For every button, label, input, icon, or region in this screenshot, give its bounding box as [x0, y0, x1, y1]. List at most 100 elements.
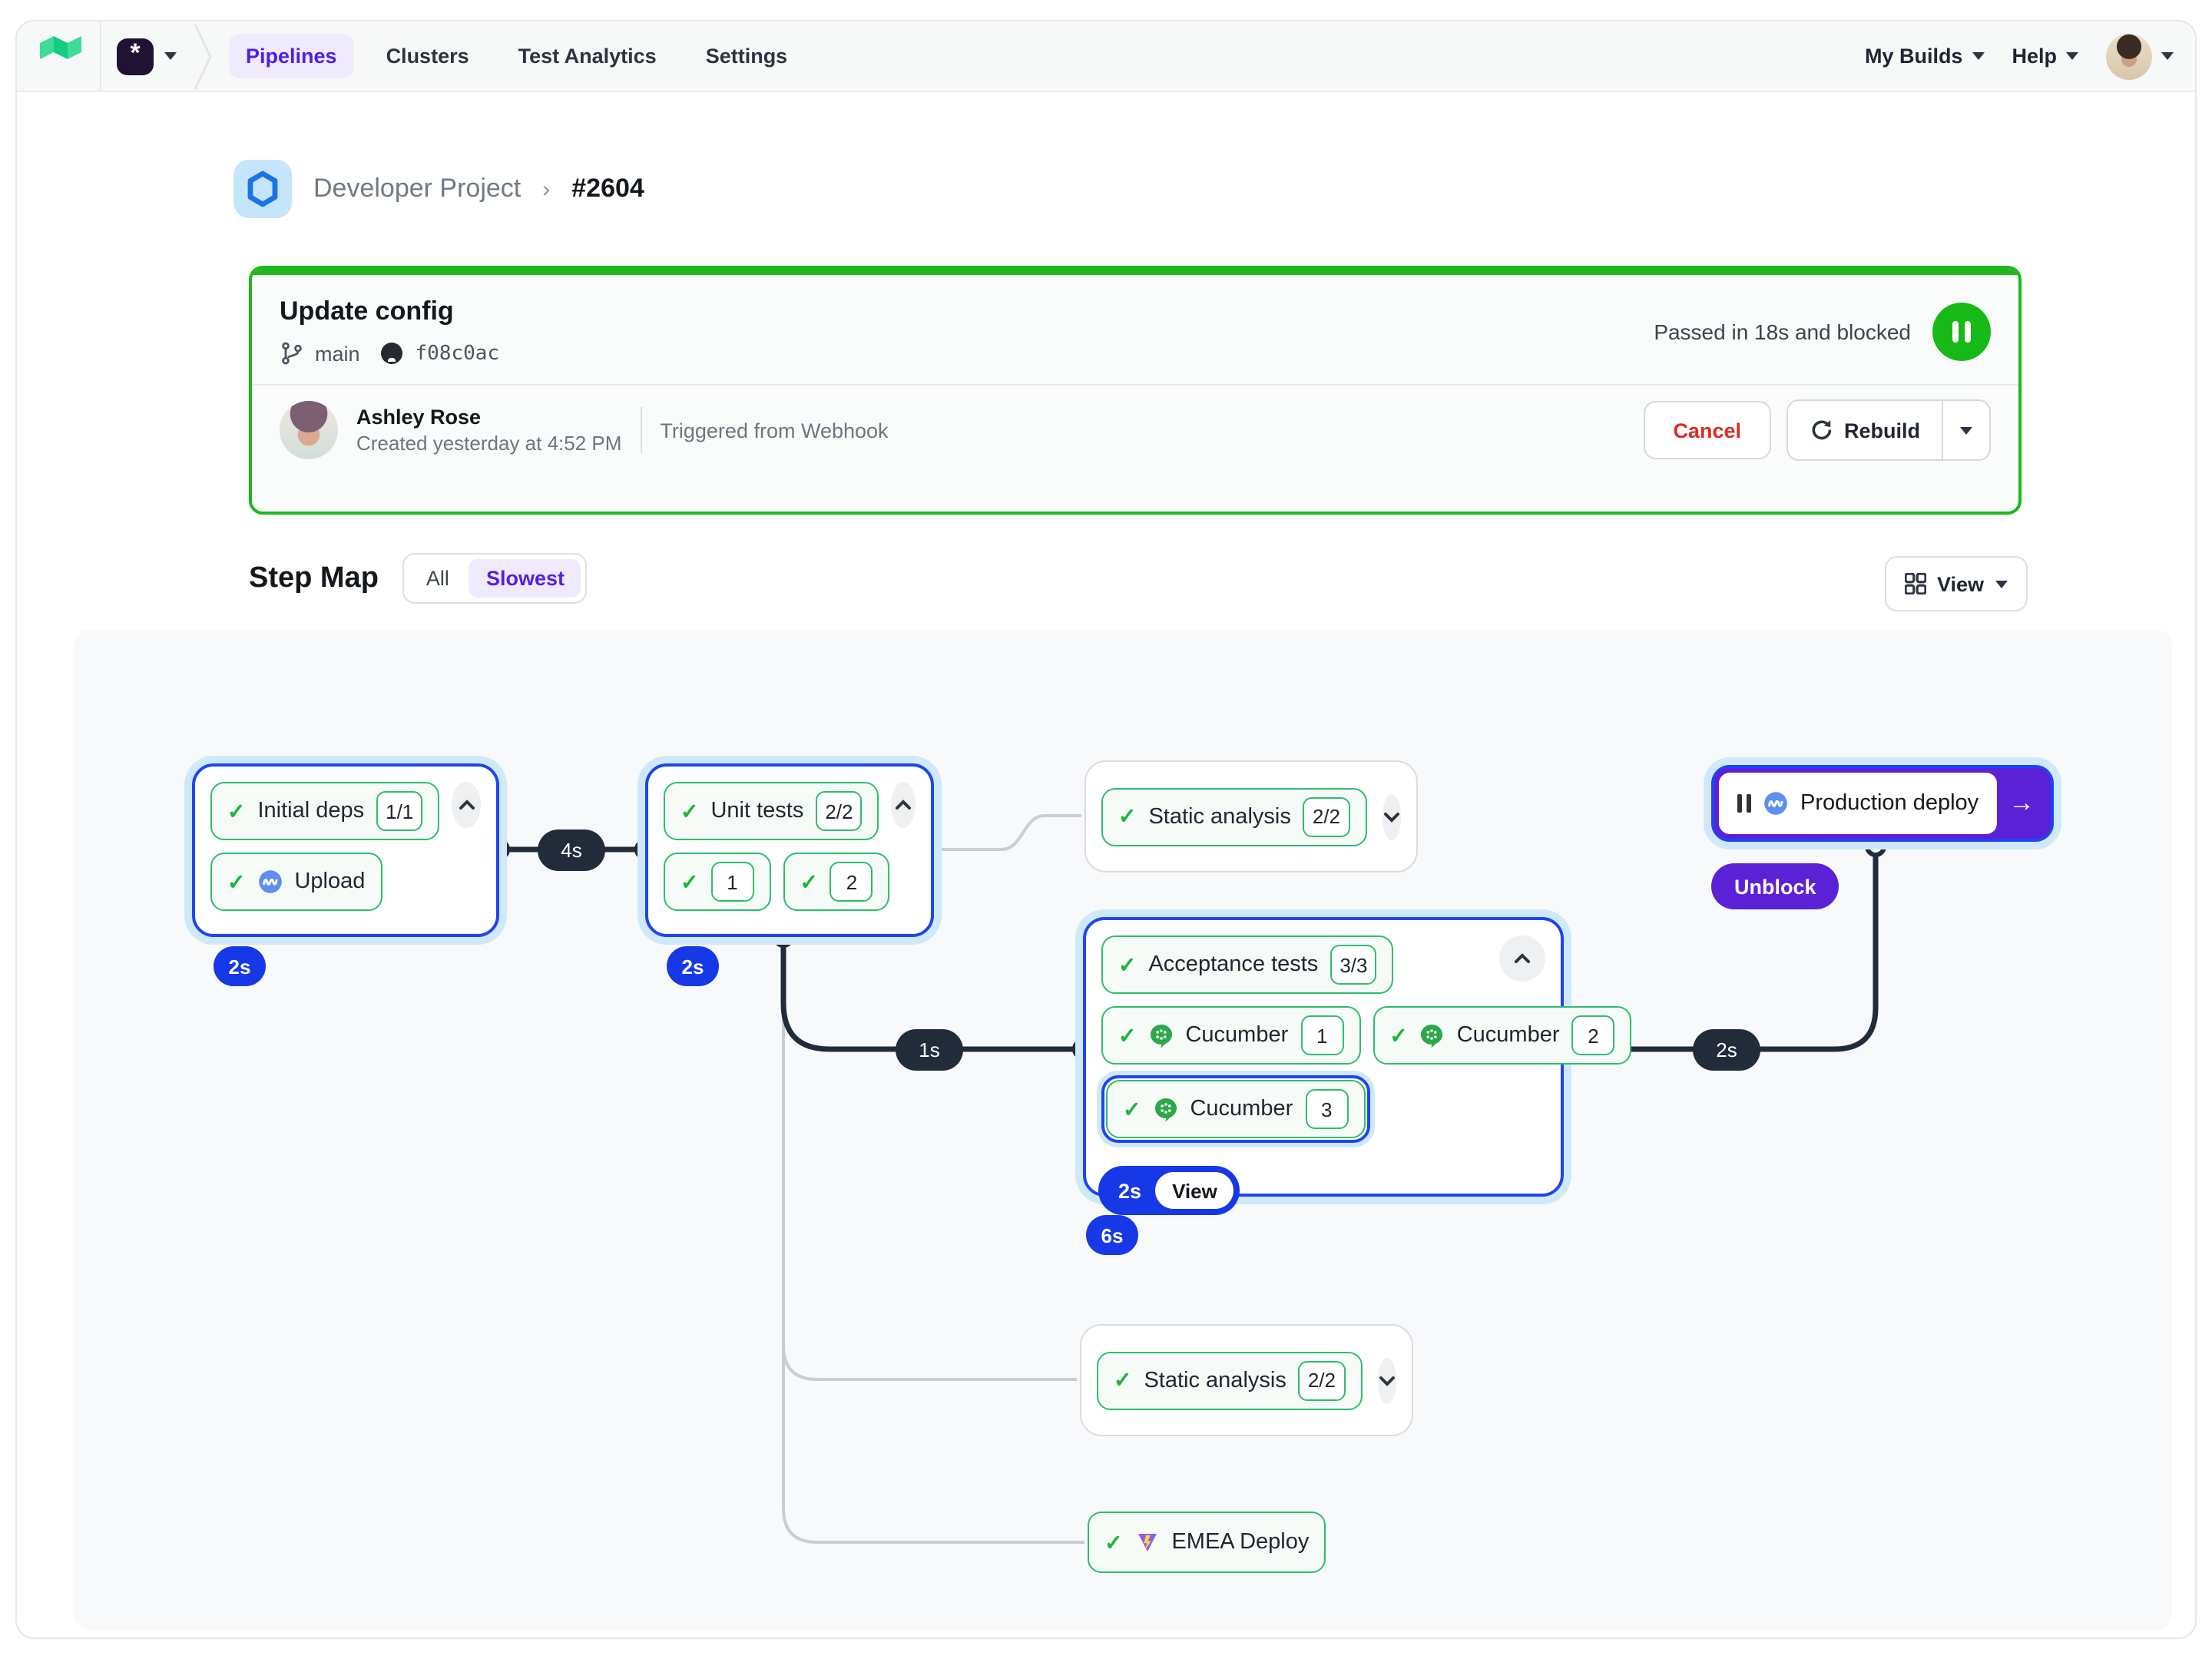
step-acceptance-tests[interactable]: ✓ Acceptance tests 3/3: [1101, 935, 1394, 994]
rebuild-split-button: Rebuild: [1786, 399, 1991, 461]
nav-tab-settings[interactable]: Settings: [705, 45, 788, 68]
squiggle-emoji-icon: [258, 870, 282, 893]
check-icon: ✓: [1118, 1022, 1137, 1047]
build-title: Update config: [280, 296, 454, 326]
step-group-unit-tests[interactable]: ✓ Unit tests 2/2 ✓ 1 ✓ 2: [645, 763, 934, 937]
job-count: 2/2: [1303, 796, 1349, 836]
pause-icon: [1737, 794, 1751, 813]
footer-divider: [640, 407, 642, 453]
shard-number: 2: [1571, 1015, 1615, 1055]
duration-badge: 2s: [667, 946, 719, 986]
duration-badge: 2s: [214, 946, 266, 986]
chevron-down-icon: [1960, 426, 1972, 434]
breadcrumb-project[interactable]: Developer Project: [313, 174, 522, 203]
step-static-analysis[interactable]: ✓ Static analysis 2/2: [1101, 787, 1366, 846]
step-label: Acceptance tests: [1148, 952, 1319, 977]
step-label: Static analysis: [1144, 1368, 1286, 1392]
check-icon: ✓: [1114, 1367, 1132, 1392]
step-group-acceptance-tests[interactable]: ✓ Acceptance tests 3/3 ✓: [1083, 917, 1632, 1215]
filter-all[interactable]: All: [426, 567, 449, 590]
check-icon: ✓: [1123, 1096, 1141, 1121]
step-map-header: Step Map All Slowest: [249, 553, 588, 604]
view-label: View: [1937, 572, 1985, 595]
check-icon: ✓: [680, 798, 699, 823]
step-static-analysis[interactable]: ✓ Static analysis 2/2: [1097, 1351, 1362, 1409]
chevron-down-icon: [2161, 52, 2174, 60]
step-emea-deploy[interactable]: ✓ EMEA Deploy: [1088, 1512, 1326, 1573]
nav-tab-pipelines[interactable]: Pipelines: [229, 34, 354, 78]
my-builds-menu[interactable]: My Builds: [1865, 45, 1985, 68]
rebuild-icon: [1811, 420, 1831, 440]
chevron-up-icon: [896, 800, 912, 810]
user-avatar: [2106, 33, 2152, 79]
rebuild-options-button[interactable]: [1942, 401, 1989, 459]
step-label: Production deploy: [1800, 791, 1979, 816]
org-avatar: *: [117, 38, 154, 75]
cucumber-shard-2[interactable]: ✓ Cucumber 2: [1373, 1006, 1632, 1065]
cucumber-icon: [1154, 1098, 1177, 1121]
collapse-button[interactable]: [452, 782, 481, 828]
unit-tests-shard-2[interactable]: ✓ 2: [783, 853, 890, 911]
check-icon: ✓: [227, 798, 246, 823]
user-menu[interactable]: [2106, 33, 2174, 79]
chevron-up-icon: [459, 800, 475, 810]
step-card-static-analysis-bottom[interactable]: ✓ Static analysis 2/2: [1080, 1324, 1413, 1436]
job-count: 1/1: [376, 791, 423, 831]
unit-tests-shard-1[interactable]: ✓ 1: [664, 853, 771, 911]
collapse-button[interactable]: [1499, 935, 1545, 982]
production-deploy-pill[interactable]: Production deploy: [1719, 773, 1998, 834]
help-menu[interactable]: Help: [2012, 45, 2078, 68]
step-card-static-analysis-top[interactable]: ✓ Static analysis 2/2: [1084, 760, 1418, 873]
step-map-title: Step Map: [249, 561, 379, 594]
buildkite-logo[interactable]: [38, 35, 84, 77]
top-nav: * Pipelines Clusters Test Analytics Sett…: [17, 22, 2195, 92]
expand-button[interactable]: [1382, 793, 1401, 839]
expand-button[interactable]: [1377, 1357, 1396, 1403]
unblock-button[interactable]: Unblock: [1711, 863, 1839, 909]
branch-name[interactable]: main: [315, 342, 360, 365]
step-label: Static analysis: [1148, 804, 1291, 829]
build-created-at: Created yesterday at 4:52 PM: [356, 432, 622, 455]
selected-step-ring: ✓ Cucumber 3: [1101, 1075, 1370, 1143]
cucumber-icon: [1421, 1025, 1443, 1048]
check-icon: ✓: [800, 869, 818, 893]
blocked-pause-icon[interactable]: [1932, 302, 1991, 360]
filter-slowest[interactable]: Slowest: [469, 559, 581, 598]
nav-tab-clusters[interactable]: Clusters: [386, 45, 469, 68]
job-count: 3/3: [1330, 945, 1377, 985]
step-unit-tests[interactable]: ✓ Unit tests 2/2: [664, 782, 879, 840]
step-label: Cucumber: [1185, 1023, 1289, 1048]
job-count: 2/2: [1298, 1360, 1345, 1400]
chevron-down-icon: [1379, 1376, 1395, 1386]
build-trigger: Triggered from Webhook: [660, 419, 889, 442]
collapse-button[interactable]: [891, 782, 916, 828]
step-group-initial-deps[interactable]: ✓ Initial deps 1/1 ✓: [192, 763, 499, 937]
cucumber-shard-3[interactable]: ✓ Cucumber 3: [1106, 1080, 1366, 1138]
cucumber-shard-1[interactable]: ✓ Cucumber 1: [1101, 1006, 1361, 1065]
build-card-top: Update config main: [252, 275, 2018, 384]
breadcrumb-build-number: #2604: [571, 174, 644, 203]
cancel-button[interactable]: Cancel: [1644, 401, 1770, 459]
check-icon: ✓: [680, 869, 699, 893]
chevron-down-icon: [1972, 52, 1985, 60]
step-production-deploy[interactable]: Production deploy →: [1711, 765, 2055, 842]
view-menu-button[interactable]: View: [1885, 556, 2028, 611]
chevron-down-icon: [1383, 812, 1399, 822]
view-job-button[interactable]: View: [1155, 1172, 1234, 1209]
pipeline-icon[interactable]: [233, 160, 292, 218]
step-label: Cucumber: [1456, 1023, 1560, 1048]
cucumber-icon: [1150, 1025, 1172, 1048]
step-upload[interactable]: ✓ Upload: [210, 853, 382, 911]
check-icon: ✓: [1118, 952, 1137, 976]
rebuild-button[interactable]: Rebuild: [1787, 418, 1942, 442]
arrow-right-icon[interactable]: →: [2008, 788, 2035, 817]
org-switcher[interactable]: *: [117, 38, 177, 75]
squiggle-emoji-icon: [1764, 792, 1787, 815]
step-label: EMEA Deploy: [1171, 1530, 1310, 1555]
my-builds-label: My Builds: [1864, 45, 1963, 68]
check-icon: ✓: [227, 869, 246, 893]
nav-tab-test-analytics[interactable]: Test Analytics: [518, 45, 657, 68]
commit-sha[interactable]: f08c0ac: [415, 342, 500, 365]
step-initial-deps[interactable]: ✓ Initial deps 1/1: [210, 782, 440, 840]
